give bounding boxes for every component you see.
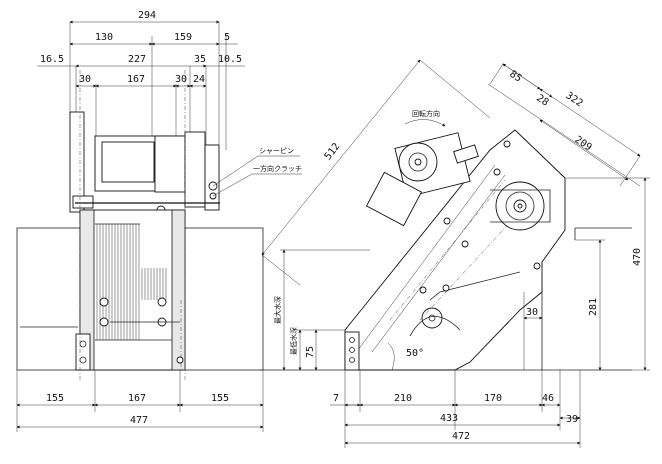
side-vertical-dimensions: 470 281 30 bbox=[523, 177, 650, 371]
dim-39: 39 bbox=[566, 414, 578, 425]
front-bottom-dimensions: 155 167 155 477 bbox=[16, 370, 264, 432]
dim-75: 75 bbox=[305, 346, 316, 358]
dim-159: 159 bbox=[174, 32, 192, 43]
dim-209: 209 bbox=[572, 134, 593, 153]
dim-46: 46 bbox=[542, 393, 554, 404]
dim-130: 130 bbox=[95, 32, 113, 43]
dim-170: 170 bbox=[484, 393, 502, 404]
dim-10-5: 10.5 bbox=[218, 54, 242, 65]
label-max-water-depth: 最大水深 bbox=[273, 296, 282, 324]
side-bottom-dimensions: 7 210 170 46 39 433 472 bbox=[330, 370, 581, 448]
dim-30-left: 30 bbox=[79, 74, 91, 85]
front-bar-screen bbox=[95, 223, 172, 341]
dim-210: 210 bbox=[394, 393, 412, 404]
dim-155-left: 155 bbox=[46, 393, 64, 404]
label-min-water-depth: 最低水深 bbox=[289, 327, 298, 355]
dim-24: 24 bbox=[193, 74, 205, 85]
dim-angle-50: 50° bbox=[406, 348, 424, 359]
dim-35: 35 bbox=[194, 54, 206, 65]
dim-472: 472 bbox=[452, 431, 470, 442]
dim-5: 5 bbox=[224, 32, 230, 43]
label-rotation-direction: 回転方向 bbox=[412, 109, 440, 118]
dim-30-right: 30 bbox=[175, 74, 187, 85]
front-top-dimensions: 294 130 159 5 16.5 227 35 10.5 30 167 30… bbox=[37, 10, 245, 150]
dim-167-top: 167 bbox=[127, 74, 145, 85]
label-shear-pin: シャーピン bbox=[259, 147, 294, 155]
dim-281: 281 bbox=[588, 298, 599, 316]
dim-155-right: 155 bbox=[211, 393, 229, 404]
side-water-depth: 最大水深 最低水深 75 bbox=[273, 249, 370, 371]
dim-16-5: 16.5 bbox=[40, 54, 64, 65]
dim-30-side: 30 bbox=[526, 307, 538, 318]
dim-433: 433 bbox=[440, 413, 458, 424]
label-one-way-clutch: 一方向クラッチ bbox=[253, 164, 302, 173]
front-view: 294 130 159 5 16.5 227 35 10.5 30 167 30… bbox=[16, 10, 302, 432]
dim-470: 470 bbox=[632, 248, 643, 266]
dim-28: 28 bbox=[534, 93, 550, 109]
side-view: 回転方向 512 85 28 322 209 470 bbox=[260, 59, 650, 448]
dim-167-bottom: 167 bbox=[128, 393, 146, 404]
dim-227: 227 bbox=[128, 54, 146, 65]
dim-7: 7 bbox=[333, 393, 339, 404]
dim-477: 477 bbox=[130, 415, 148, 426]
dim-294: 294 bbox=[138, 10, 156, 21]
front-rake-frame bbox=[79, 209, 186, 371]
dim-85: 85 bbox=[507, 69, 523, 85]
